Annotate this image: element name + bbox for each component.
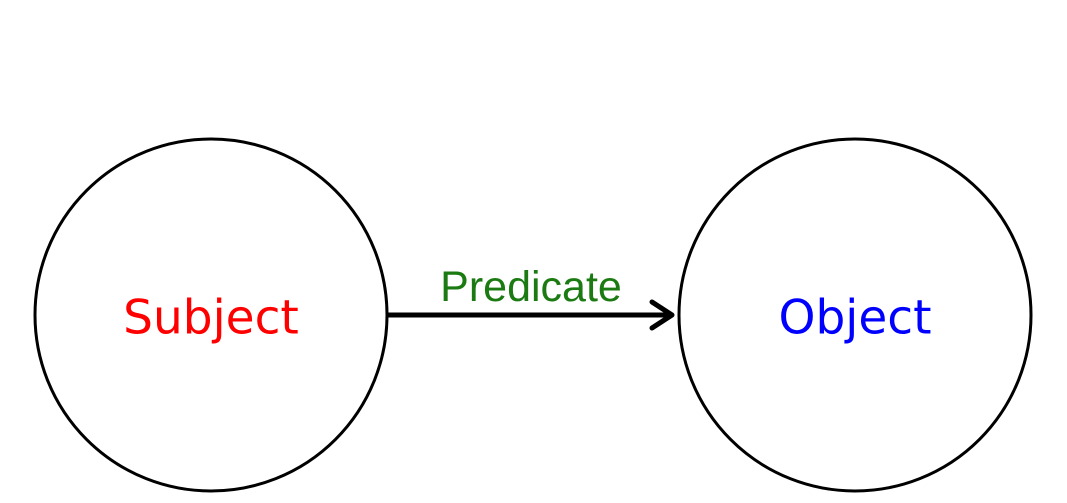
arrowhead-icon [649,299,675,331]
subject-label: Subject [123,291,299,346]
object-label: Object [778,291,931,346]
subject-node: Subject [33,137,389,493]
object-circle [677,137,1033,493]
predicate-label: Predicate [440,263,622,311]
predicate-edge: Predicate [388,263,675,331]
object-node: Object [677,137,1033,493]
subject-circle [33,137,389,493]
